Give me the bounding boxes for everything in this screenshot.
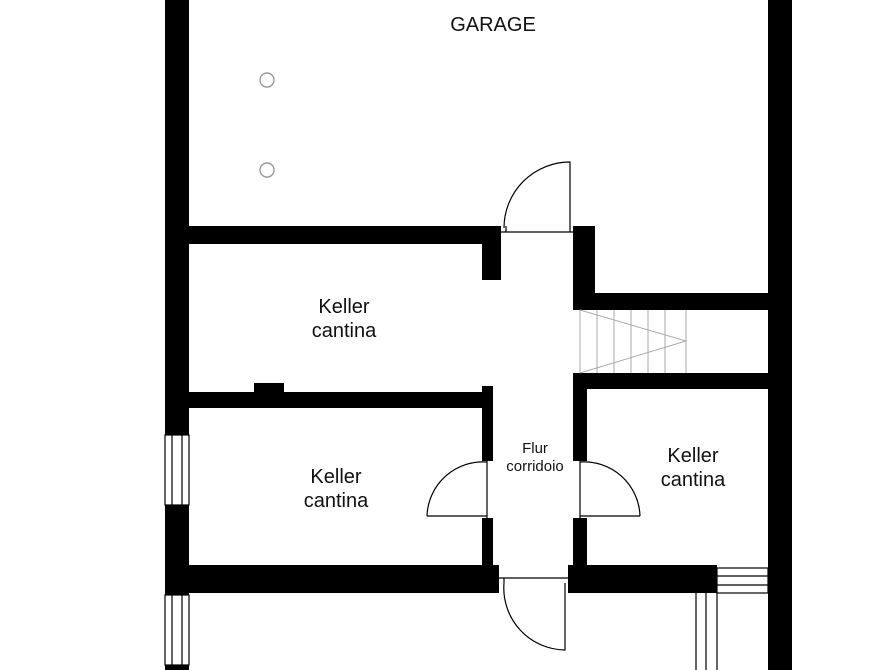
window-left-1 bbox=[164, 434, 190, 506]
flur-line2: corridoio bbox=[506, 458, 564, 475]
wall-keller-divider bbox=[165, 392, 493, 408]
wall-corridor-left-upper bbox=[482, 386, 493, 461]
window-left-2 bbox=[164, 594, 190, 666]
wall-right-outer bbox=[768, 0, 792, 670]
room-label-keller-left: Keller cantina bbox=[256, 465, 416, 513]
wall-stair-bottom bbox=[573, 373, 792, 389]
keller-top-line2: cantina bbox=[311, 320, 377, 342]
wall-bottom-left bbox=[165, 565, 499, 593]
wall-left-outer-bottom bbox=[165, 665, 189, 670]
wall-corridor-left-lower bbox=[482, 518, 493, 578]
keller-top-line1: Keller bbox=[318, 296, 370, 318]
doors bbox=[426, 161, 641, 651]
wall-corridor-right bbox=[573, 383, 587, 461]
fixture-circle-2 bbox=[259, 162, 275, 178]
wall-stub-top bbox=[482, 226, 501, 280]
room-label-keller-right: Keller cantina bbox=[613, 444, 773, 492]
wall-bottom-right bbox=[568, 565, 717, 593]
walls bbox=[165, 0, 792, 670]
room-label-flur: Flur corridoio bbox=[486, 440, 584, 476]
stairs bbox=[579, 309, 688, 374]
keller-left-line1: Keller bbox=[310, 466, 362, 488]
door-garage bbox=[501, 161, 573, 233]
wall-stair-left bbox=[573, 226, 595, 310]
keller-right-line2: cantina bbox=[660, 469, 726, 491]
windows bbox=[164, 434, 769, 670]
wall-left-outer bbox=[165, 0, 189, 435]
wall-divider-bump bbox=[254, 383, 284, 395]
window-right-bottom bbox=[716, 567, 769, 594]
wall-stair-top bbox=[573, 293, 792, 310]
room-label-garage: GARAGE bbox=[393, 13, 593, 37]
keller-left-line2: cantina bbox=[303, 490, 369, 512]
door-keller-left bbox=[426, 461, 488, 518]
wall-corridor-right-lower bbox=[573, 518, 587, 578]
keller-right-line1: Keller bbox=[667, 445, 719, 467]
fixture-circle-1 bbox=[259, 72, 275, 88]
garage-fixtures bbox=[259, 72, 275, 178]
room-label-keller-top: Keller cantina bbox=[264, 295, 424, 343]
wall-garage-bottom bbox=[165, 226, 501, 244]
door-keller-right bbox=[579, 461, 641, 518]
door-bottom bbox=[499, 577, 568, 651]
flur-line1: Flur bbox=[522, 440, 548, 457]
garage-text: GARAGE bbox=[450, 14, 536, 36]
